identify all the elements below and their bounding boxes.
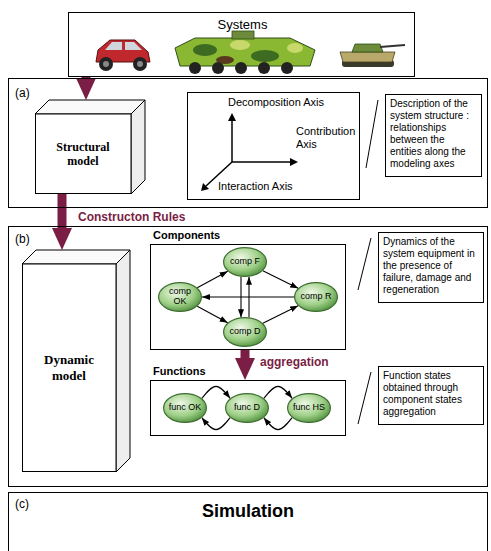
transition-arrow: [240, 277, 241, 318]
state-label: comp F: [228, 257, 262, 267]
model-cube: Dynamic model: [22, 250, 130, 472]
transition-arrow: [248, 277, 249, 318]
box-title: Systems: [69, 17, 416, 33]
axes-box: Decomposition AxisContribution AxisInter…: [187, 92, 360, 200]
transition-arrow: [197, 271, 227, 287]
model-title: Structural model: [43, 140, 123, 169]
state-label: comp OK: [163, 287, 197, 307]
edge-label: aggregation: [258, 355, 331, 369]
transition-arrow: [202, 418, 230, 430]
state-ellipse: func D: [225, 393, 269, 423]
section-panel: (c)Simulation: [8, 492, 488, 551]
state-ellipse: comp R: [294, 282, 338, 312]
axis-label: Decomposition Axis: [228, 96, 324, 109]
section-panel: (b) Dynamic model Components comp F comp OK c…: [8, 226, 488, 487]
state-label: comp D: [228, 327, 262, 337]
state-label: func D: [230, 403, 264, 413]
components-box: Componentscomp Fcomp OKcomp Rcomp D: [150, 244, 346, 350]
axes-illustration: [201, 113, 298, 191]
transition-arrow: [263, 306, 298, 323]
section-title: Simulation: [9, 501, 487, 523]
transition-arrow: [197, 306, 227, 322]
section-letter: (c): [15, 497, 29, 511]
state-ellipse: comp F: [223, 247, 267, 277]
section-letter: (a): [15, 86, 30, 100]
flow-arrow: [58, 194, 67, 234]
callout-box: Function states obtained through compone…: [378, 366, 484, 425]
armoured-vehicle-illustration: [175, 31, 315, 74]
state-label: func OK: [168, 403, 202, 413]
section-letter: (b): [15, 232, 30, 246]
axis-label: Contribution Axis: [296, 125, 358, 151]
transition-arrow: [264, 386, 292, 398]
callout-box: Dynamics of the system equipment in the …: [378, 232, 484, 303]
axis-label: Interaction Axis: [218, 180, 293, 193]
functions-box: Functionsfunc OKfunc Dfunc HS: [150, 380, 346, 436]
state-ellipse: comp OK: [158, 282, 202, 312]
state-label: comp R: [299, 292, 333, 302]
buggy-illustration: [96, 40, 150, 71]
state-ellipse: func HS: [287, 393, 331, 423]
transition-arrow: [202, 296, 294, 297]
callout-text: Function states obtained through compone…: [383, 370, 480, 418]
callout-text: Description of the system structure : re…: [390, 98, 478, 170]
systems-box: Systems: [68, 12, 415, 77]
leader-slash: [358, 100, 378, 424]
flow-arrow: [241, 350, 250, 364]
model-title: Dynamic model: [30, 352, 108, 383]
tank-illustration: [340, 44, 405, 67]
transition-arrow: [263, 271, 298, 288]
transition-arrow: [264, 418, 292, 430]
state-ellipse: comp D: [223, 317, 267, 347]
state-label: func HS: [292, 403, 326, 413]
group-heading: Functions: [153, 365, 206, 378]
section-panel: (a) Structural model Decomposition AxisCon…: [8, 78, 488, 208]
state-ellipse: func OK: [163, 393, 207, 423]
edge-label: Constructon Rules: [76, 210, 187, 224]
group-heading: Components: [153, 229, 220, 242]
callout-box: Description of the system structure : re…: [385, 94, 482, 177]
transition-arrow: [202, 386, 230, 398]
model-cube: Structural model: [35, 100, 145, 194]
callout-text: Dynamics of the system equipment in the …: [383, 236, 480, 296]
